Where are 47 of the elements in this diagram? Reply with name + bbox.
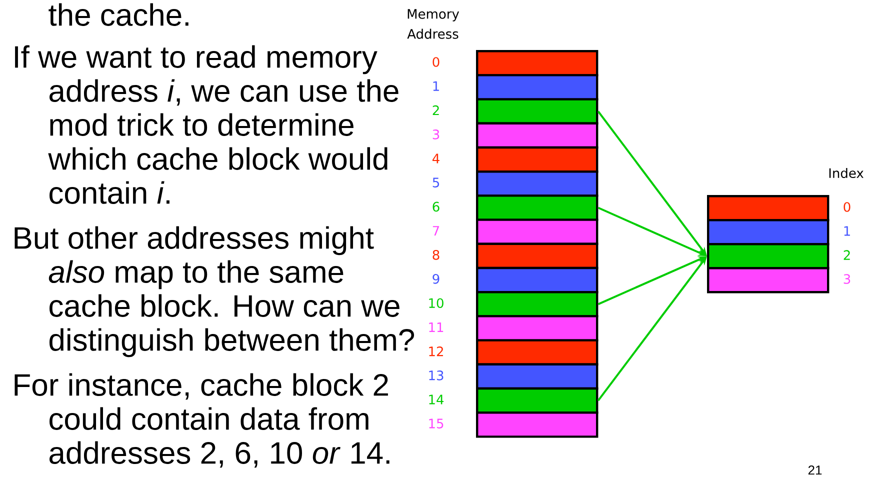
index-number: 0 xyxy=(844,202,850,212)
address-number: 4 xyxy=(432,154,440,164)
memory-block xyxy=(476,266,598,294)
index-number: 2 xyxy=(844,250,850,260)
address-number: 6 xyxy=(432,202,440,212)
memory-block xyxy=(476,194,598,221)
cache-block xyxy=(707,243,830,270)
memory-block xyxy=(476,98,598,124)
memory-block xyxy=(476,170,598,197)
bullet-text: the cache. xyxy=(48,3,188,26)
memory-block xyxy=(476,74,598,100)
address-number: 10 xyxy=(429,298,444,308)
address-number: 0 xyxy=(432,57,440,67)
address-number: 1 xyxy=(433,81,439,91)
bullet-text: For instance, cache block 2 could contain data from addresses 2, 6, 10 or 14. xyxy=(14,373,390,468)
index-number: 3 xyxy=(844,274,850,284)
address-number: 3 xyxy=(432,130,440,140)
address-number: 9 xyxy=(432,274,440,284)
memory-block xyxy=(476,412,598,438)
address-number: 15 xyxy=(429,418,444,428)
bullet-text: But other addresses might also map to the same cache block. How can we distinguish between them? xyxy=(14,226,414,358)
address-number: 12 xyxy=(429,346,443,356)
address-number: 7 xyxy=(432,226,440,236)
address-number: 14 xyxy=(429,394,444,404)
page-number: 21 xyxy=(808,465,822,475)
memory-block xyxy=(476,146,598,173)
address-number: 11 xyxy=(429,322,444,332)
memory-block xyxy=(476,315,598,342)
index-number: 1 xyxy=(844,226,850,236)
memory-block xyxy=(476,218,598,245)
cache-block xyxy=(707,267,830,294)
column-heading: Index xyxy=(829,168,864,178)
column-heading: Memory Address xyxy=(407,9,460,39)
cache-block xyxy=(707,195,830,222)
memory-block xyxy=(476,242,598,270)
address-number: 2 xyxy=(432,105,439,116)
cache-block xyxy=(707,219,830,246)
memory-block xyxy=(476,363,598,390)
memory-block xyxy=(476,291,598,318)
memory-block xyxy=(476,122,598,149)
memory-block xyxy=(476,387,598,414)
address-number: 8 xyxy=(432,250,440,260)
address-number: 5 xyxy=(432,178,439,188)
address-number: 13 xyxy=(429,370,444,380)
memory-block xyxy=(476,50,598,76)
bullet-text: If we want to read memory address i, we can use the mod trick to determine which cache block would contain i. xyxy=(15,45,398,204)
memory-block xyxy=(476,339,598,366)
